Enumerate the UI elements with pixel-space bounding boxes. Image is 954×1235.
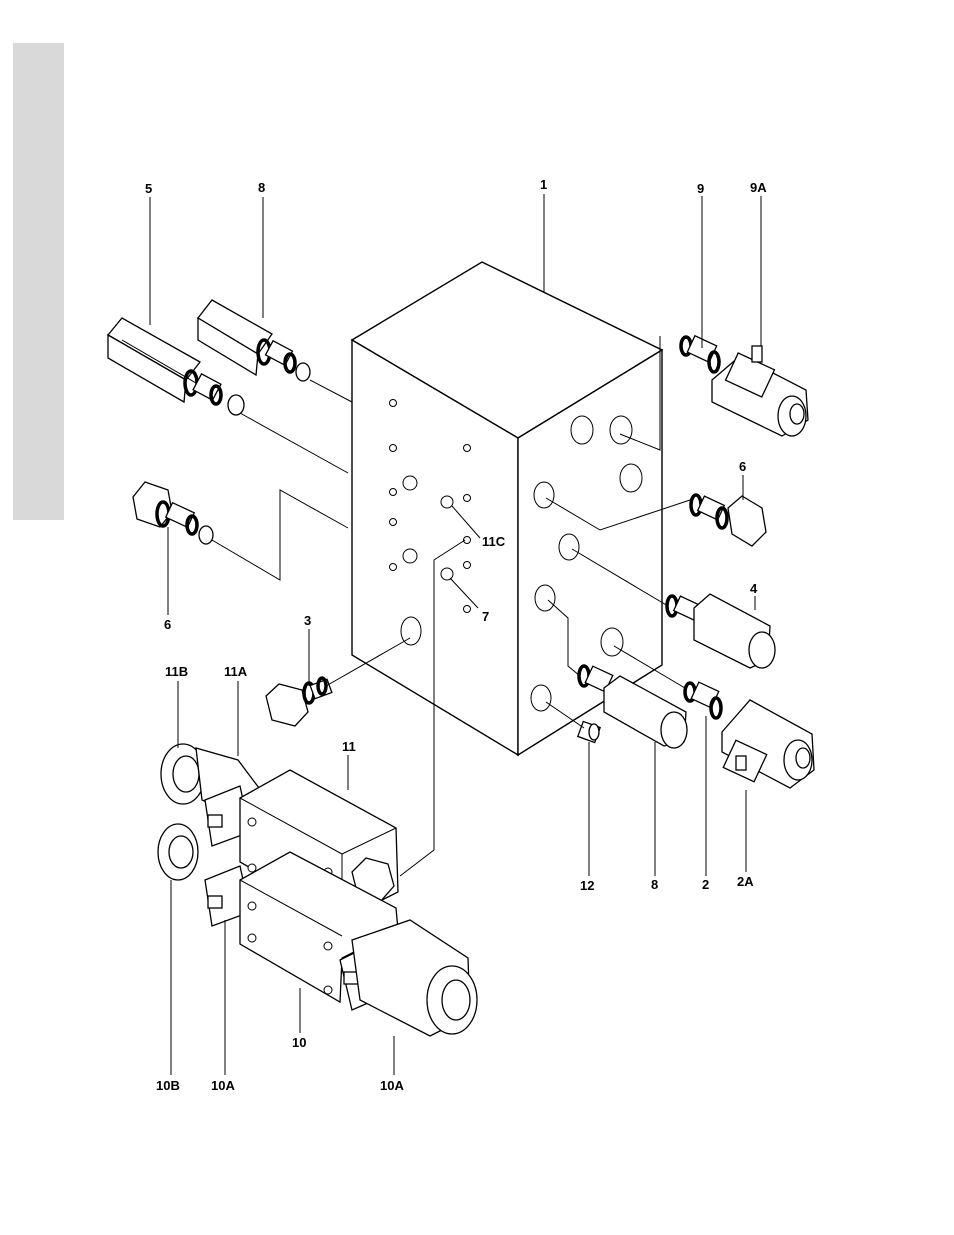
callout-2A: 2A <box>737 874 754 889</box>
callout-6-right: 6 <box>739 459 746 474</box>
cartridge-valve-4 <box>667 594 775 668</box>
callout-6-left: 6 <box>164 617 171 632</box>
callout-10B: 10B <box>156 1078 180 1093</box>
callout-4: 4 <box>750 581 758 596</box>
callout-2: 2 <box>702 877 709 892</box>
callout-11B: 11B <box>165 664 188 679</box>
solenoid-coil-2A <box>722 700 814 788</box>
plug-6-right <box>691 495 766 546</box>
callout-9A: 9A <box>750 180 767 195</box>
plug-6-left <box>133 482 213 544</box>
callout-11C: 11C <box>482 534 506 549</box>
callout-3: 3 <box>304 613 311 628</box>
callout-8-top: 8 <box>258 180 265 195</box>
callout-10A-right: 10A <box>380 1078 404 1093</box>
callout-10A-left: 10A <box>211 1078 235 1093</box>
callout-7: 7 <box>482 609 489 624</box>
fitting-12 <box>578 721 600 742</box>
callout-10: 10 <box>292 1035 306 1050</box>
callout-1: 1 <box>540 177 547 192</box>
callout-9: 9 <box>697 181 704 196</box>
solenoid-valve-2 <box>685 682 721 718</box>
cartridge-valve-8-top <box>198 300 310 381</box>
callout-11A: 11A <box>224 664 248 679</box>
callout-5: 5 <box>145 181 152 196</box>
callout-11: 11 <box>342 739 356 754</box>
callout-12: 12 <box>580 878 594 893</box>
solenoid-valve-9 <box>681 336 719 372</box>
callout-8-bottom: 8 <box>651 877 658 892</box>
plug-3 <box>266 678 332 726</box>
solenoid-coil-9A <box>712 346 808 436</box>
